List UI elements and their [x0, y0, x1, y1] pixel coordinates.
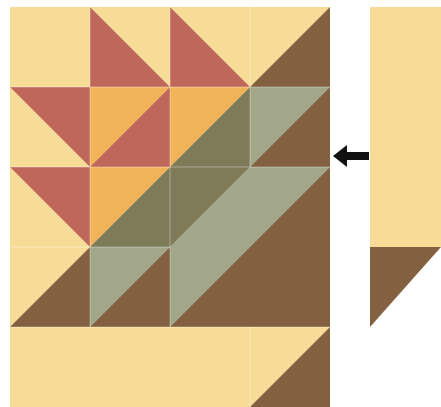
bottom-strip — [10, 327, 330, 407]
arrow-left-icon — [333, 145, 369, 167]
brown-side-triangle — [370, 247, 441, 327]
cream-strip — [10, 327, 250, 407]
side-strip — [370, 7, 441, 327]
cream-side-strip — [370, 7, 441, 247]
background-square — [10, 7, 90, 87]
